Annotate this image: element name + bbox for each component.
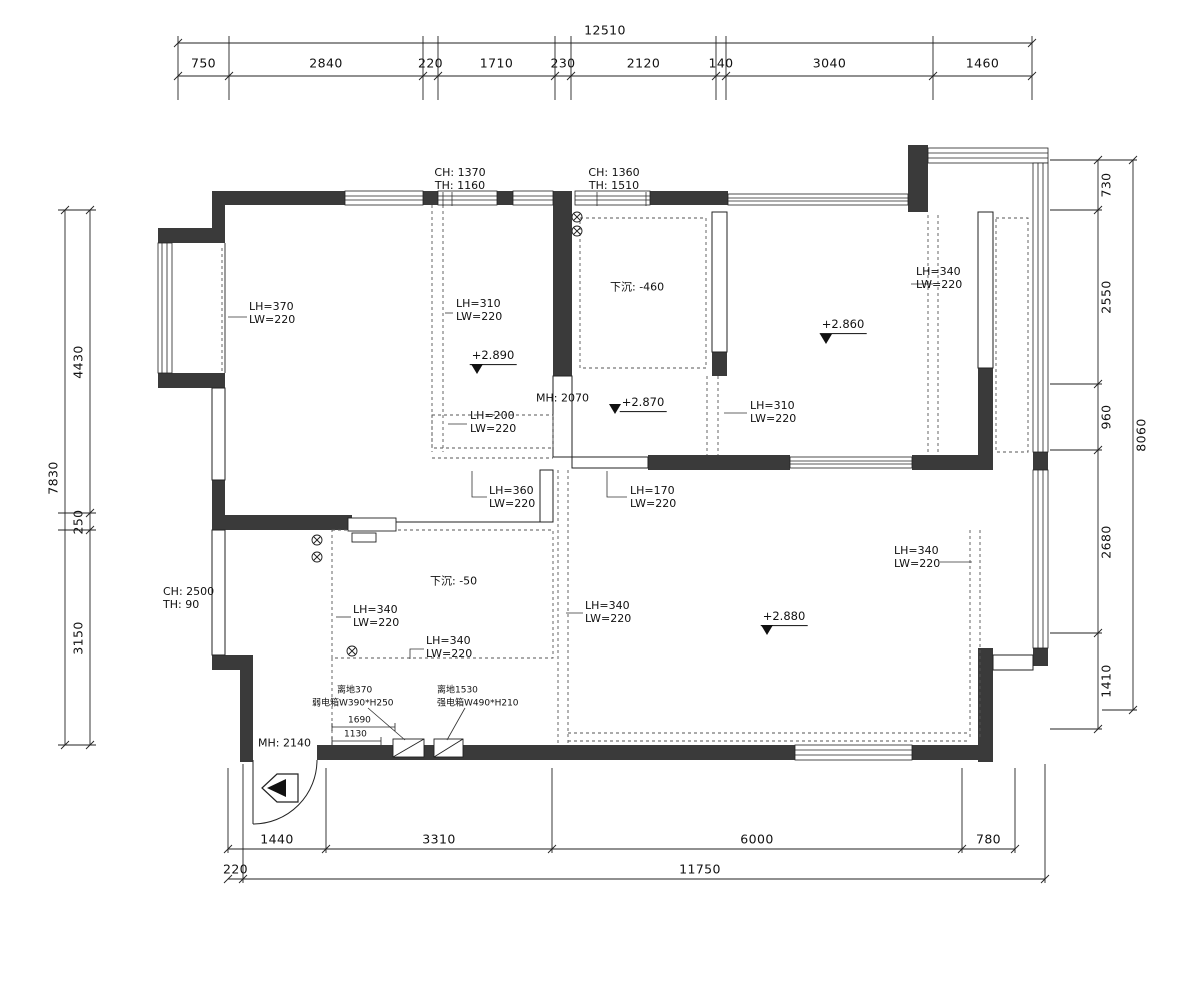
ceiling-dashed-lines — [221, 205, 1029, 745]
small-dimension-lines — [331, 723, 396, 745]
door-arc — [252, 759, 318, 825]
elevation-markers — [471, 334, 832, 635]
walls — [158, 145, 1048, 762]
dimension-lines — [58, 36, 1138, 884]
entrance-icon — [261, 773, 299, 803]
leader-lines — [228, 192, 972, 741]
windows — [157, 147, 1049, 761]
fixtures — [347, 517, 464, 758]
thin-lines — [224, 243, 553, 523]
drain-symbols — [311, 211, 583, 657]
hollow-walls — [211, 211, 1034, 671]
